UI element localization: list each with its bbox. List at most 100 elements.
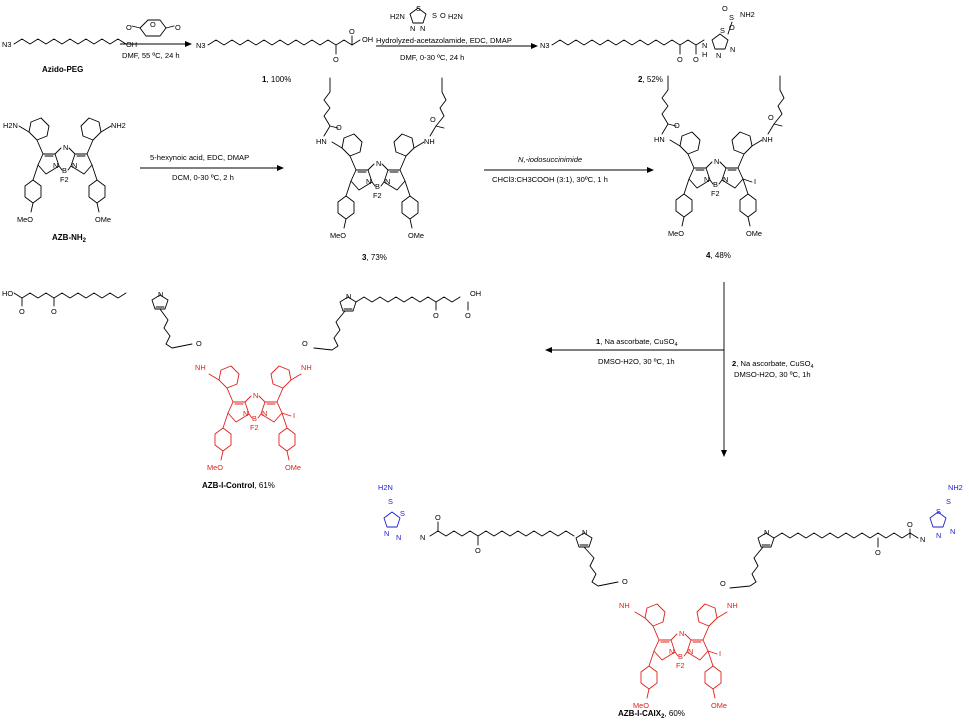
reaction-arrow-6-down xyxy=(721,282,727,457)
reaction-2-reagents: Hydrolyzed-acetazolamide, EDC, DMAP xyxy=(376,36,512,45)
azb-i-caix2-right-arm: N O O N S N N S NH2 O xyxy=(720,483,963,589)
reaction-1-conditions: DMF, 55 ºC, 24 h xyxy=(122,51,180,60)
azb-i-caix2-label: AZB-I-CAIX2, 60% xyxy=(618,709,685,720)
caix-amide-o-right: O xyxy=(720,579,726,588)
c1-ester-o: O xyxy=(333,55,339,64)
c3-o-right: O xyxy=(430,115,436,124)
succinic-anhydride-structure: O O O xyxy=(126,19,181,37)
c1-acid-oh: OH xyxy=(362,35,373,44)
azb-nh2-label: AZB-NH2 xyxy=(52,233,87,244)
azb-nh2-n-right: N xyxy=(72,161,77,170)
c4-n-right: N xyxy=(723,175,728,184)
caix-right-o1: O xyxy=(875,548,881,557)
reaction-arrow-1 xyxy=(120,41,192,47)
c3-o-left: O xyxy=(336,123,342,132)
control-oh: OH xyxy=(470,289,481,298)
c2-o2: O xyxy=(693,55,699,64)
compound-4-structure: B F2 N N N I HN NH O O MeO OMe xyxy=(654,75,785,238)
control-amide-o-right: O xyxy=(302,339,308,348)
caix-amide-o-left: O xyxy=(622,577,628,586)
anhydride-oxygen: O xyxy=(150,20,156,29)
caix-left-s: S xyxy=(400,509,405,518)
control-triazole-n-left: N xyxy=(158,290,163,299)
compound-2-label: 2, 52% xyxy=(638,75,663,84)
reaction-4-conditions: CHCl3:CH3COOH (3:1), 30ºC, 1 h xyxy=(492,175,608,184)
control-o1: O xyxy=(19,307,25,316)
azide-label: N3 xyxy=(2,40,11,49)
caix-left-h2n: H2N xyxy=(378,483,393,492)
c2-azide: N3 xyxy=(540,41,549,50)
azb-nh2-n-left: N xyxy=(53,161,58,170)
azb-i-caix2-core: B F2 N N N I NH NH MeO OMe xyxy=(619,601,738,710)
caix-n-right: N xyxy=(688,647,693,656)
c4-ome-right: OMe xyxy=(746,229,762,238)
reaction-5-conditions: DMSO-H2O, 30 ºC, 1h xyxy=(598,357,675,366)
reaction-4-reagents: N,-iodosuccinimide xyxy=(518,155,582,164)
c2-sulfonyl: S xyxy=(729,13,734,22)
control-bridge-n: N xyxy=(253,391,258,400)
control-n-left: N xyxy=(243,409,248,418)
azb-nh2-ome-right: OMe xyxy=(95,215,111,224)
caix-right-n2: N xyxy=(950,527,955,536)
c4-iodine: I xyxy=(754,177,756,186)
reaction-3-conditions: DCM, 0-30 ºC, 2 h xyxy=(172,173,234,182)
anhydride-o-right: O xyxy=(175,23,181,32)
c4-bridge-n: N xyxy=(714,157,719,166)
control-amide-o-left: O xyxy=(196,339,202,348)
compound-3-structure: B F2 N N N HN NH O O MeO OMe xyxy=(316,77,447,240)
caix-right-sulfonyl: S xyxy=(946,497,951,506)
reaction-2-conditions: DMF, 0-30 ºC, 24 h xyxy=(400,53,464,62)
control-ome-left: MeO xyxy=(207,463,223,472)
caix-n-left: N xyxy=(669,647,674,656)
c2-amide-n: N xyxy=(702,41,707,50)
caix-bridge-n: N xyxy=(679,629,684,638)
control-nh-right: NH xyxy=(301,363,312,372)
reagent-h2n: H2N xyxy=(390,12,405,21)
control-ome-right: OMe xyxy=(285,463,301,472)
caix-left-n1: N xyxy=(384,529,389,538)
caix-left-sulfonyl: S xyxy=(388,497,393,506)
caix-right-amide-n: N xyxy=(920,535,925,544)
reagent-sulfonyl: S xyxy=(432,11,437,20)
c2-amide-h: H xyxy=(702,50,707,59)
c4-f2: F2 xyxy=(711,189,720,198)
c3-n-left: N xyxy=(366,177,371,186)
reaction-arrow-3 xyxy=(140,165,284,171)
reaction-5-reagents: 1, Na ascorbate, CuSO4 xyxy=(596,337,678,348)
compound-1-structure: N3 O O OH xyxy=(196,27,373,64)
control-o2: O xyxy=(51,307,57,316)
caix-left-amide-n: N xyxy=(420,533,425,542)
azb-nh2-structure: B F2 N N N H2N NH2 MeO OMe xyxy=(3,117,126,224)
azido-peg-structure: N3 OH xyxy=(2,38,137,49)
caix-boron: B xyxy=(678,652,683,661)
reagent-n1: N xyxy=(410,24,415,33)
caix-right-triazole-n: N xyxy=(764,528,769,537)
c4-nh-left: HN xyxy=(654,135,665,144)
caix-right-nh2: NH2 xyxy=(948,483,963,492)
control-triazole-n-right: N xyxy=(346,292,351,301)
c4-o-left: O xyxy=(674,121,680,130)
control-ho: HO xyxy=(2,289,13,298)
control-nh-left: NH xyxy=(195,363,206,372)
hydroxyl-label: OH xyxy=(126,40,137,49)
control-iodine: I xyxy=(293,411,295,420)
caix-left-triazole-n: N xyxy=(582,528,587,537)
c1-acid-o: O xyxy=(349,27,355,36)
hydrolyzed-acetazolamide-structure: H2N S N N S O H2N xyxy=(390,4,463,33)
compound-4-label: 4, 48% xyxy=(706,251,731,260)
caix-right-s: S xyxy=(936,507,941,516)
azb-nh2-amine-right: NH2 xyxy=(111,121,126,130)
c4-nh-right: NH xyxy=(762,135,773,144)
azb-i-control-core: B F2 N N N I NH NH MeO OMe xyxy=(195,363,312,472)
reagent-nh2: H2N xyxy=(448,12,463,21)
azb-nh2-bridge-n: N xyxy=(63,143,68,152)
c2-n1: N xyxy=(716,51,721,60)
compound-3-label: 3, 73% xyxy=(362,253,387,262)
reaction-3-reagents: 5-hexynoic acid, EDC, DMAP xyxy=(150,153,249,162)
c3-nh-right: NH xyxy=(424,137,435,146)
control-o4: O xyxy=(465,311,471,320)
anhydride-o-left: O xyxy=(126,23,132,32)
reaction-arrow-2 xyxy=(376,43,538,49)
caix-nh-left: NH xyxy=(619,601,630,610)
c2-o1: O xyxy=(677,55,683,64)
